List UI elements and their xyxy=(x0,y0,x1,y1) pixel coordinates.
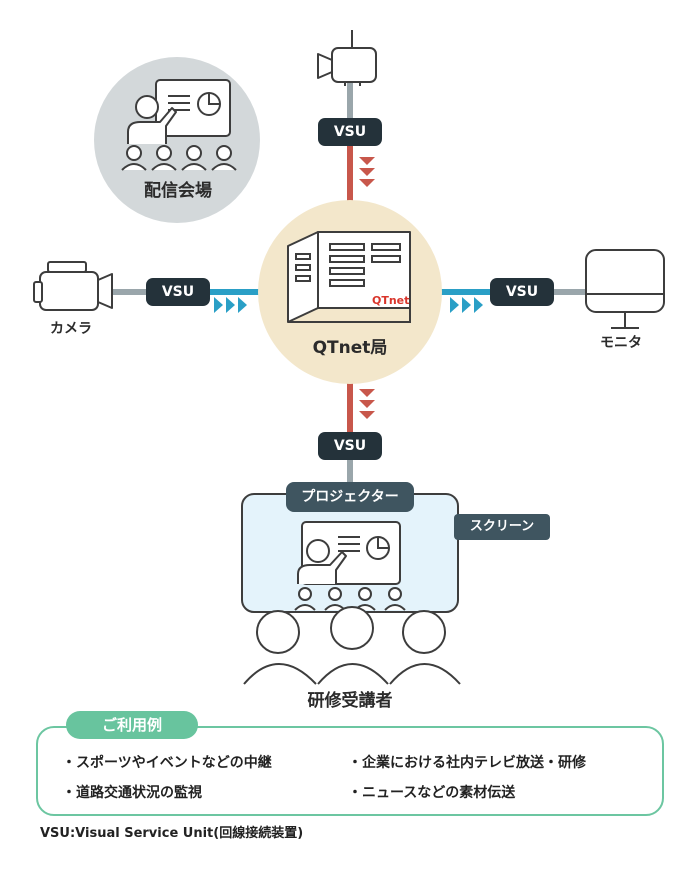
down-arrows-bottom-icon xyxy=(359,389,375,419)
monitor-label: モニタ xyxy=(600,335,642,351)
projector-tag: プロジェクター xyxy=(286,482,414,512)
usage-title: ご利用例 xyxy=(66,711,198,739)
station-logo: QTnet xyxy=(372,294,409,307)
usage-item: ・ニュースなどの素材伝送 xyxy=(348,785,516,801)
venue-icon xyxy=(94,57,260,223)
usage-box xyxy=(36,726,664,816)
right-arrows-left-icon xyxy=(214,297,247,313)
station-label: QTnet局 xyxy=(312,338,388,358)
trainees-label: 研修受講者 xyxy=(307,691,393,711)
vsu-tag-right: VSU xyxy=(490,278,554,306)
right-arrows-right-icon xyxy=(450,297,483,313)
footnote: VSU:Visual Service Unit(回線接続装置) xyxy=(40,826,304,841)
monitor-icon xyxy=(585,249,665,329)
down-arrows-top-icon xyxy=(359,157,375,187)
top-camera-icon xyxy=(317,30,377,86)
usage-item: ・企業における社内テレビ放送・研修 xyxy=(348,755,586,771)
station-icon xyxy=(258,200,442,384)
trainees-icon xyxy=(243,606,461,685)
vsu-tag-top: VSU xyxy=(318,118,382,146)
vsu-tag-left: VSU xyxy=(146,278,210,306)
camera-label: カメラ xyxy=(50,321,92,337)
camcorder-icon xyxy=(33,261,113,311)
venue-label: 配信会場 xyxy=(144,181,212,201)
screen-icon xyxy=(241,493,459,613)
screen-tag: スクリーン xyxy=(454,514,550,540)
vsu-tag-bottom: VSU xyxy=(318,432,382,460)
usage-item: ・道路交通状況の監視 xyxy=(62,785,202,801)
usage-item: ・スポーツやイベントなどの中継 xyxy=(62,755,272,771)
